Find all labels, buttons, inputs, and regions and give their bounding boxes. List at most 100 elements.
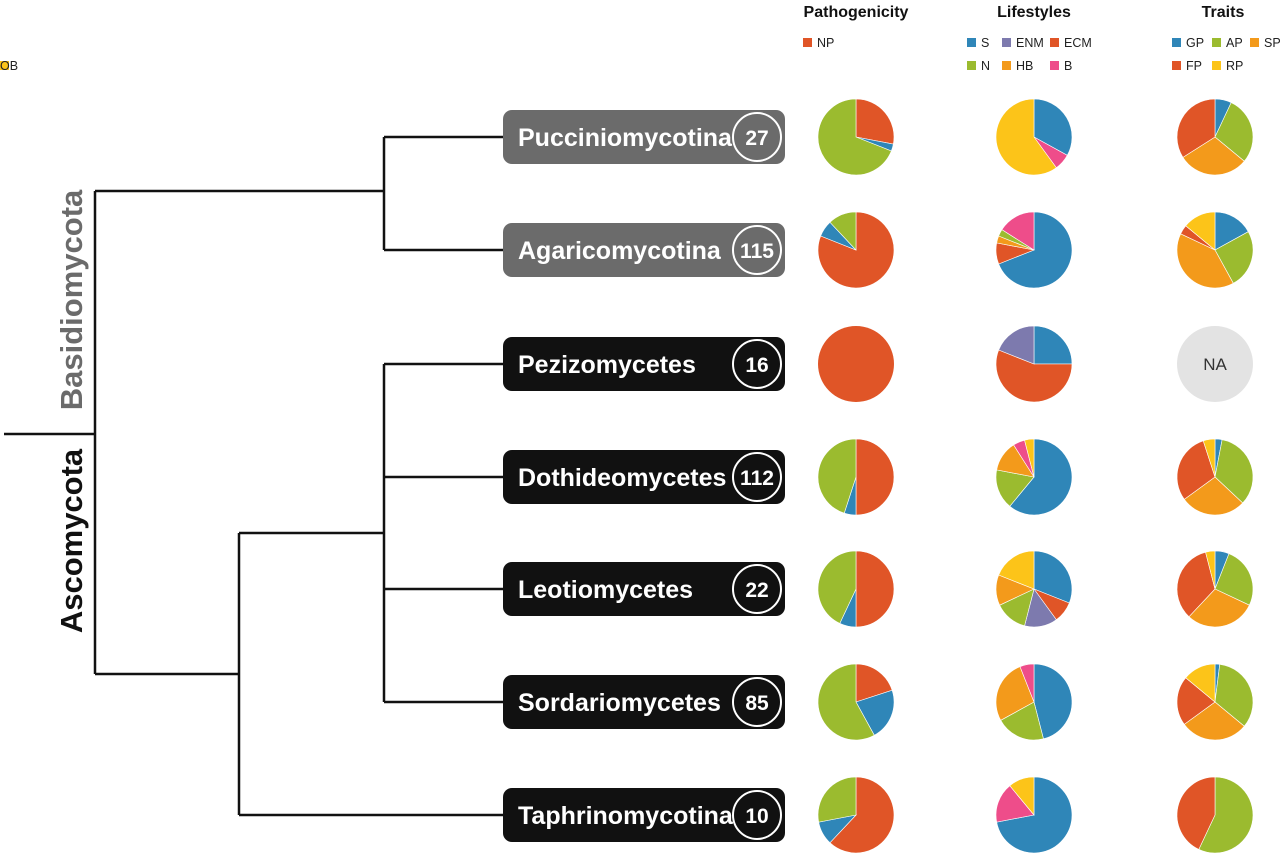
pie-lifestyles-pucciniomycotina — [995, 98, 1073, 176]
legend-swatch — [1250, 38, 1259, 47]
taxon-count: 16 — [745, 354, 768, 377]
taxon-name: Sordariomycetes — [518, 689, 721, 717]
pie-slice-pathogenicity-pp — [829, 211, 857, 251]
pie-traits-agaricomycotina — [1176, 211, 1254, 289]
taxon-pill — [503, 788, 785, 842]
pie-slice-traits-ap — [1214, 231, 1254, 284]
pie-slice-lifestyles-ob — [1024, 438, 1035, 478]
taxon-name: Dothideomycetes — [518, 464, 726, 492]
pie-slice-lifestyles-s — [1033, 325, 1073, 365]
taxon-pill — [503, 450, 785, 504]
legend-swatch — [1002, 61, 1011, 70]
legend-swatch — [967, 38, 976, 47]
pie-slice-traits-sp — [1188, 588, 1250, 628]
pie-slice-traits-ap — [1214, 102, 1254, 162]
pie-na-label: NA — [1203, 355, 1227, 374]
taxon-pill — [503, 337, 785, 391]
pie-slice-lifestyles-s — [1033, 98, 1073, 156]
count-badge — [732, 339, 782, 389]
phylogenetic-tree — [4, 135, 503, 817]
pie-slice-traits-sp — [1182, 136, 1245, 176]
taxon-pill — [503, 562, 785, 616]
pie-slice-lifestyles-b — [1019, 663, 1035, 703]
pie-pathogenicity-sordariomycetes — [817, 663, 895, 741]
pie-pathogenicity-taphrinomycotina — [817, 776, 895, 854]
phylum-label-ascomycota: Ascomycota — [54, 448, 89, 633]
column-title-traits: Traits — [1202, 4, 1245, 21]
legend-swatch — [1050, 61, 1059, 70]
pie-slice-traits-rp — [1202, 438, 1216, 478]
taxon-count: 27 — [745, 127, 768, 150]
legend-item-lifestyles-s: S — [967, 36, 989, 50]
taxon-count: 115 — [740, 240, 774, 263]
taxon-pill — [503, 675, 785, 729]
pie-slice-lifestyles-n — [1000, 701, 1044, 741]
pie-slice-traits-fp — [1176, 98, 1216, 158]
pie-slice-pathogenicity-np — [817, 211, 895, 289]
pie-slice-lifestyles-b — [1001, 211, 1035, 251]
legend-item-traits-fp: FP — [1172, 59, 1202, 73]
legend-label: ENM — [1016, 36, 1044, 50]
pie-slice-pathogenicity-pp — [817, 663, 875, 741]
legend-item-traits-sp: SP — [1250, 36, 1280, 50]
taxon-pill — [503, 110, 785, 164]
count-badge — [732, 564, 782, 614]
pie-slice-lifestyles-ob — [998, 550, 1035, 590]
taxon-name: Agaricomycotina — [518, 237, 722, 265]
legend-label: N — [981, 59, 990, 73]
pie-slice-traits-fp — [1176, 551, 1216, 618]
taxon-name: Leotiomycetes — [518, 576, 693, 604]
pie-charts: NA — [817, 98, 1254, 854]
legend-swatch — [1212, 38, 1221, 47]
pie-slice-traits-ap — [1214, 439, 1254, 504]
legend-item-traits-ap: AP — [1212, 36, 1243, 50]
legend-label: SP — [1264, 36, 1280, 50]
pie-slice-pathogenicity-np — [855, 550, 895, 628]
legend-label: AP — [1226, 36, 1243, 50]
legend-swatch — [0, 61, 9, 70]
pie-slice-lifestyles-s — [1009, 438, 1073, 516]
legend-label: HB — [1016, 59, 1033, 73]
pie-lifestyles-taphrinomycotina — [995, 776, 1073, 854]
pie-slice-lifestyles-hb — [995, 666, 1035, 721]
pie-slice-pathogenicity-pp — [817, 776, 857, 823]
taxon-name: Taphrinomycotina — [518, 802, 734, 830]
pie-pathogenicity-pezizomycetes — [818, 326, 894, 402]
pie-slice-pathogenicity-np — [855, 438, 895, 516]
pie-slice-lifestyles-s — [1033, 663, 1073, 740]
count-badge — [732, 790, 782, 840]
count-badge — [732, 112, 782, 162]
pie-slice-traits-ap — [1198, 776, 1254, 854]
pie-slice-traits-ap — [1214, 553, 1254, 606]
legend-swatch — [1212, 61, 1221, 70]
legend-swatch — [967, 61, 976, 70]
pie-slice-pathogenicity-np — [855, 98, 895, 145]
pie-traits-pezizomycetes: NA — [1177, 326, 1253, 402]
taxon-pill — [503, 223, 785, 277]
column-title-pathogenicity: Pathogenicity — [804, 4, 909, 21]
legend-swatch — [1050, 38, 1059, 47]
pie-na-disc — [1177, 326, 1253, 402]
pie-traits-pucciniomycotina — [1176, 98, 1254, 176]
pie-slice-traits-ap — [1214, 663, 1254, 727]
pie-pathogenicity-pucciniomycotina — [817, 98, 895, 176]
pie-slice-traits-rp — [1205, 550, 1216, 590]
pie-lifestyles-sordariomycetes — [995, 663, 1073, 741]
legend-item-lifestyles-n: N — [967, 59, 990, 73]
legend-label: RP — [1226, 59, 1243, 73]
pie-slice-traits-sp — [1183, 476, 1244, 516]
legend-label: FP — [1186, 59, 1202, 73]
pie-slice-pathogenicity-pp — [817, 98, 892, 176]
pie-lifestyles-leotiomycetes — [995, 550, 1073, 628]
pie-slice-pathogenicity-np — [829, 776, 895, 854]
legend-label: ECM — [1064, 36, 1092, 50]
pie-slice-traits-sp — [1183, 701, 1245, 741]
pie-slice-pathogenicity-pp — [817, 550, 857, 624]
taxon-count: 22 — [745, 579, 768, 602]
legend-label: NP — [817, 36, 834, 50]
